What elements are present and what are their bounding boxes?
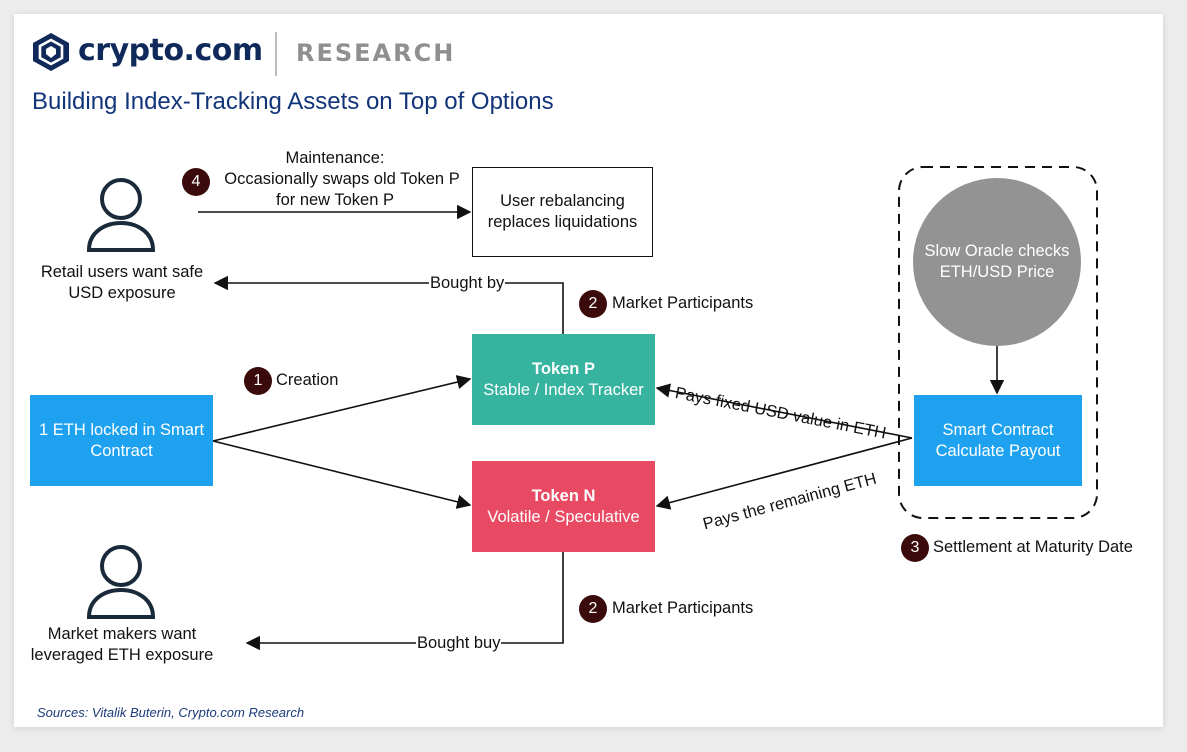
rebalancing-box: User rebalancing replaces liquidations: [472, 167, 653, 257]
bought-buy-arrow: [245, 552, 564, 651]
smart-contract-box: Smart Contract Calculate Payout: [914, 395, 1082, 486]
retail-users-label: Retail users want safe USD exposure: [40, 263, 204, 302]
creation-arrow-p: [212, 375, 472, 442]
eth-locked-box: 1 ETH locked in Smart Contract: [30, 395, 213, 486]
creation-label: Creation: [276, 371, 339, 389]
brand-section: RESEARCH: [296, 39, 456, 67]
market-maker-icon: [86, 545, 156, 619]
maintenance-label: Maintenance: Occasionally swaps old Toke…: [224, 149, 460, 209]
token-n-box: Token N Volatile / Speculative: [472, 461, 655, 552]
settlement-label: Settlement at Maturity Date: [933, 538, 1133, 556]
market-participants-bottom-label: Market Participants: [612, 599, 754, 617]
sources-note: Sources: Vitalik Buterin, Crypto.com Res…: [37, 705, 305, 720]
market-participants-top-label: Market Participants: [612, 294, 754, 312]
creation-arrow-n: [212, 440, 472, 509]
crypto-shield-icon: [33, 33, 69, 71]
step-2-badge-top: 2: [579, 290, 607, 318]
bought-by-arrow: [213, 275, 564, 334]
step-4-badge: 4: [182, 168, 210, 196]
pays-fixed-arrow: [655, 383, 913, 439]
settlement-group-border: [898, 166, 1098, 519]
oracle-circle: Slow Oracle checks ETH/USD Price: [913, 178, 1081, 346]
page-title: Building Index-Tracking Assets on Top of…: [32, 88, 554, 115]
header-divider: [275, 32, 277, 76]
pays-remaining-arrow: [655, 437, 913, 510]
bought-buy-label: Bought buy: [416, 634, 502, 653]
step-3-badge: 3: [901, 534, 929, 562]
token-p-box: Token P Stable / Index Tracker: [472, 334, 655, 425]
brand-logo: [31, 32, 71, 72]
step-2-badge-bottom: 2: [579, 595, 607, 623]
market-makers-label: Market makers want leveraged ETH exposur…: [30, 625, 214, 664]
bought-by-label: Bought by: [429, 274, 506, 293]
step-1-badge: 1: [244, 367, 272, 395]
brand-name: crypto.com: [78, 33, 263, 68]
retail-user-icon: [86, 178, 156, 252]
